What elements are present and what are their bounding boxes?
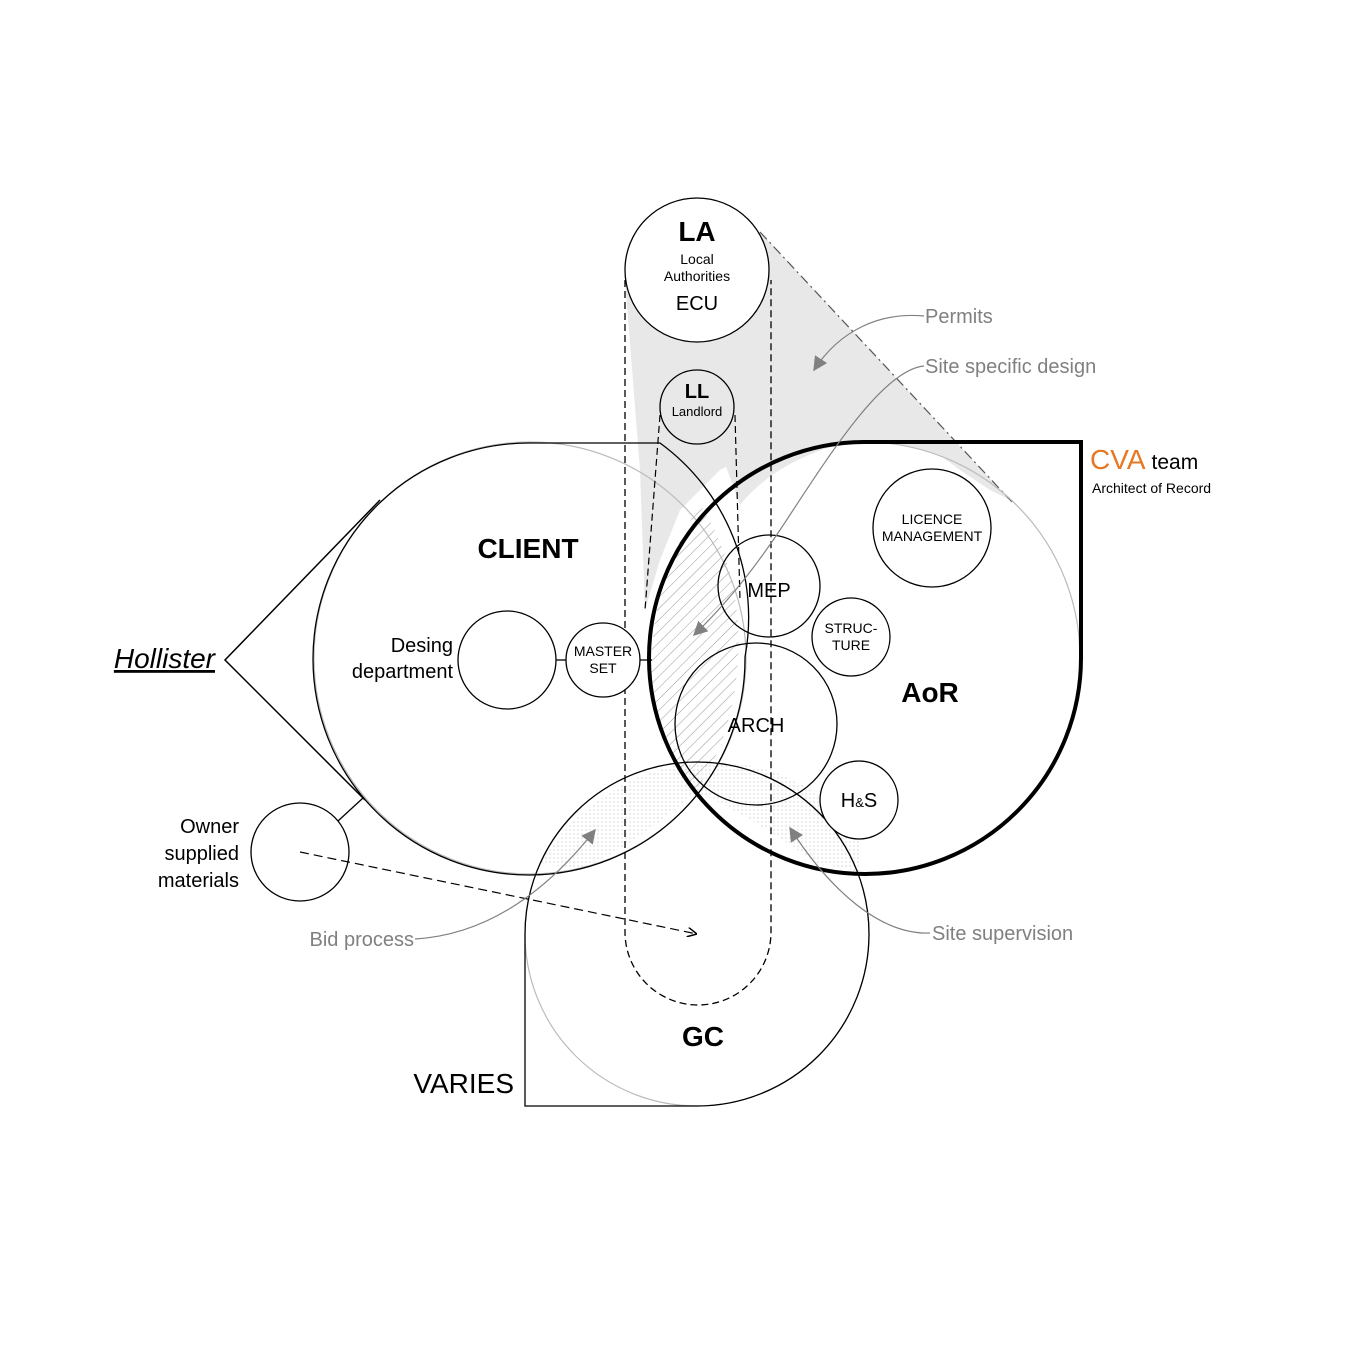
bid-process-arrow	[414, 828, 596, 940]
architect-of-record-label: Architect of Record	[1092, 480, 1211, 496]
site-supervision-arrow	[789, 826, 931, 934]
owner-to-gc-arrow	[299, 851, 697, 934]
owner-supplied-line2: supplied	[164, 843, 239, 865]
design-department-line2: department	[352, 661, 454, 683]
structure-circle	[811, 597, 891, 677]
structure-line1: STRUC-	[825, 620, 878, 636]
licence-management-line2: MANAGEMENT	[882, 528, 983, 544]
la-abbr: LA	[678, 216, 715, 247]
master-set-line2: SET	[589, 660, 617, 676]
la-sub: ECU	[676, 293, 718, 315]
landlord-dashed-guides	[644, 414, 741, 611]
cva-team-label: CVA team	[1090, 444, 1198, 475]
hollister-bracket	[223, 499, 381, 801]
master-set-line1: MASTER	[574, 643, 632, 659]
client-label: CLIENT	[477, 533, 578, 564]
aor-boundary	[647, 440, 1083, 876]
ll-name: Landlord	[672, 404, 723, 419]
site-specific-design-arrow	[692, 365, 925, 636]
design-department-circle	[457, 610, 557, 710]
licence-management-circle	[872, 468, 992, 588]
arch-circle	[674, 642, 838, 806]
hs-label: H&S	[841, 790, 877, 812]
mep-label: MEP	[747, 580, 790, 602]
design-department-line1: Desing	[391, 635, 453, 657]
authority-column-shade	[625, 280, 770, 610]
site-supervision-label: Site supervision	[932, 923, 1073, 945]
mep-circle	[717, 534, 821, 638]
hs-circle	[819, 760, 899, 840]
authority-dashed-column	[624, 280, 772, 1006]
la-name-line2: Authorities	[664, 268, 730, 284]
site-specific-design-label: Site specific design	[925, 356, 1096, 378]
arch-label: ARCH	[728, 715, 785, 737]
hollister-label: Hollister	[114, 643, 217, 674]
la-name-line1: Local	[680, 251, 713, 267]
owner-supplied-line3: materials	[158, 870, 239, 892]
la-node: LA Local Authorities ECU	[624, 197, 770, 343]
varies-label: VARIES	[413, 1068, 514, 1099]
gc-label: GC	[682, 1021, 724, 1052]
cva-team-word: team	[1152, 451, 1199, 474]
client-boundary-grey	[313, 441, 747, 875]
permits-boundary-line	[759, 231, 1013, 503]
gc-overlap-dotted	[540, 761, 860, 872]
cva-brand: CVA	[1090, 444, 1146, 475]
structure-line2: TURE	[832, 637, 870, 653]
ll-abbr: LL	[685, 381, 709, 403]
ll-node: LL Landlord	[659, 369, 735, 445]
permits-arrow	[813, 314, 925, 372]
client-boundary	[312, 442, 750, 876]
client-aor-overlap	[651, 505, 739, 790]
bid-process-label: Bid process	[310, 929, 415, 951]
licence-management-line1: LICENCE	[902, 511, 963, 527]
aor-label: AoR	[901, 677, 959, 708]
permits-label: Permits	[925, 306, 993, 328]
owner-to-client-link	[337, 797, 364, 822]
owner-supplied-line1: Owner	[180, 816, 239, 838]
